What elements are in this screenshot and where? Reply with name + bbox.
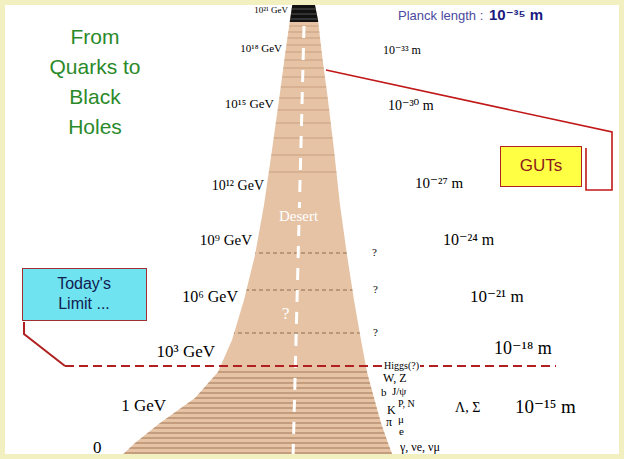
particle-label: μ [398,413,404,426]
diagram-title: From Quarks to Black Holes [40,22,150,142]
desert-label: Desert [277,208,320,225]
length-label: 10⁻¹⁸ m [494,338,552,359]
length-label: 10⁻³⁵ m [489,6,543,23]
known-particle-stripes [0,372,624,457]
length-label: 10⁻²⁴ m [443,231,494,249]
todays-limit-line [65,365,556,367]
energy-label: 1 GeV [121,396,166,416]
unknown-mark: ? [280,304,292,324]
particle-label: W, Z [383,372,407,386]
guts-bracket [326,70,612,190]
guts-box: GUTs [500,146,582,187]
limit-leader-line [24,322,65,366]
energy-label: 10¹² GeV [212,178,264,194]
particle-label: P, N [398,398,415,410]
energy-label: 10¹⁸ GeV [240,42,282,55]
limit-box: Today's Limit ... [22,268,147,321]
energy-label: 10¹⁵ GeV [225,97,274,112]
planck-caption: Planck length : [398,9,483,24]
page-frame [3,3,622,457]
energy-label: 10⁹ GeV [200,232,252,249]
energy-funnel [118,0,394,459]
particle-label: π [386,416,392,430]
particle-label: Higgs(?) [383,360,420,372]
particle-label: J/ψ [392,385,406,398]
energy-label: 10⁶ GeV [182,288,238,306]
length-label: 10⁻²¹ m [470,287,524,307]
box-text: GUTs [519,155,563,176]
particle-label: b [381,386,387,399]
box-text: Today's Limit ... [39,274,129,314]
unknown-mark: ? [372,246,377,259]
unknown-mark: ? [373,326,378,339]
energy-label: 10²¹ GeV [254,5,288,15]
energy-label: 10³ GeV [157,342,215,362]
particle-label: γ, νe, νμ [400,441,440,455]
unknown-mark: ? [373,283,378,296]
length-label: 10⁻³³ m [383,44,421,58]
particle-label: e [399,425,404,438]
energy-label: 0 [93,438,102,458]
unknown-level-lines [0,253,624,333]
length-label: 10⁻³⁰ m [388,98,434,114]
particle-label: Λ, Σ [455,400,480,416]
length-label: 10⁻²⁷ m [415,175,463,192]
center-road-line [293,26,304,459]
length-label: 10⁻¹⁵ m [515,396,576,418]
